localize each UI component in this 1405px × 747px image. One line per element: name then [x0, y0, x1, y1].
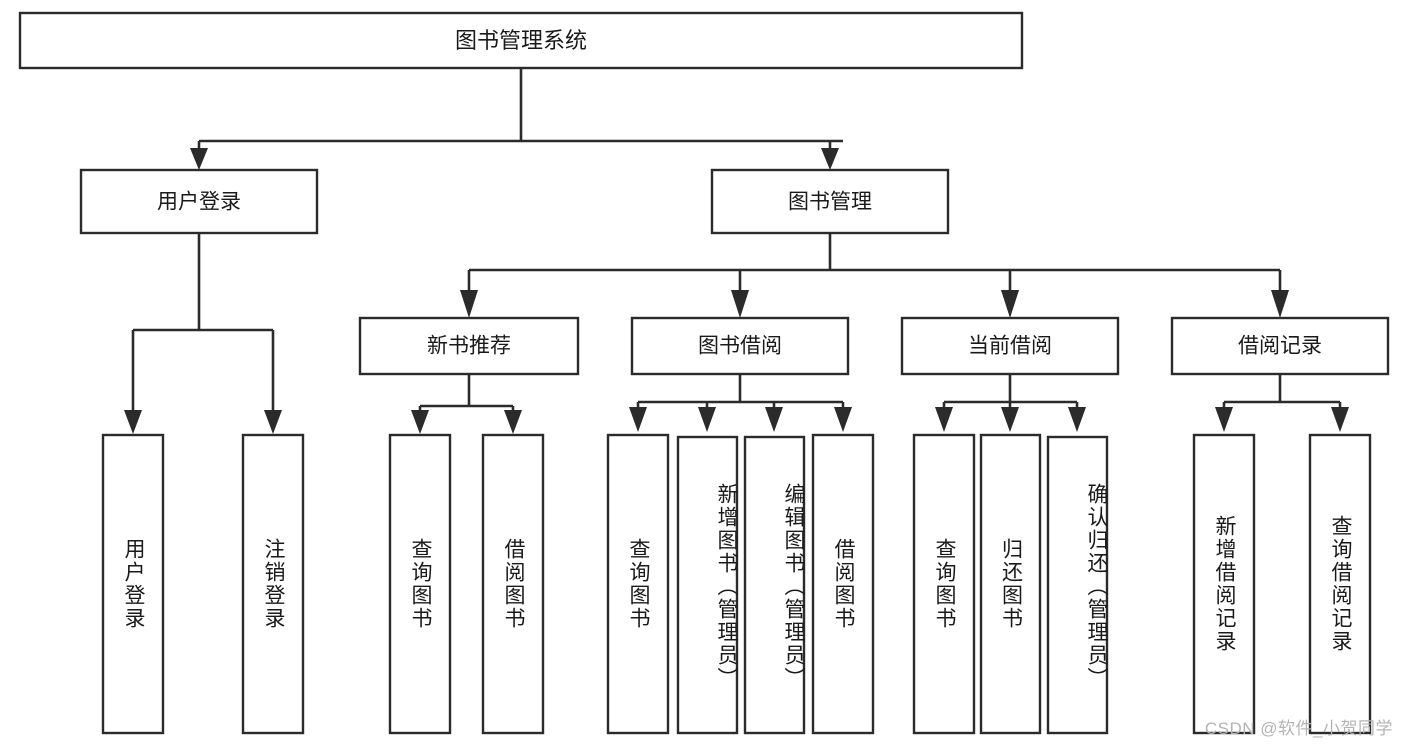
arrow-head-leaf-borrow-book-2 — [834, 407, 852, 432]
leaf-box-edit-book-admin[interactable] — [743, 435, 806, 735]
connector-group-user-login-to-leaves — [124, 233, 282, 434]
leaf-group-new-book-recommend — [388, 433, 545, 735]
arrow-head-book-borrow — [731, 290, 749, 318]
arrow-head-leaf-edit-book-admin — [765, 407, 783, 432]
leaf-box-confirm-return-admin[interactable] — [1046, 435, 1109, 735]
node-new-book-recommend-box[interactable] — [358, 316, 580, 376]
node-borrow-record-box[interactable] — [1170, 316, 1390, 376]
node-borrow-record[interactable]: 借阅记录 — [1170, 316, 1390, 376]
arrow-head-leaf-return-book — [1001, 407, 1019, 432]
connector-group-borrow-record-to-leaves — [1215, 374, 1349, 432]
connector-group-root-to-level2 — [190, 68, 843, 170]
node-root-label: 图书管理系统 — [455, 28, 587, 53]
leaf-group-user-login — [101, 433, 305, 735]
node-current-borrow-label: 当前借阅 — [968, 335, 1052, 358]
node-book-management-label: 图书管理 — [788, 191, 872, 214]
node-user-login[interactable]: 用户登录 — [79, 168, 319, 235]
connector-group-current-borrow-to-leaves — [935, 374, 1086, 432]
watermark-text: CSDN @软件_小贺同学 — [1204, 719, 1393, 738]
leaf-box-user-login[interactable] — [101, 433, 165, 735]
node-book-borrow-label: 图书借阅 — [698, 335, 782, 358]
arrow-head-leaf-add-borrow-record — [1215, 407, 1233, 432]
node-user-login-label: 用户登录 — [157, 191, 241, 214]
connector-group-book-management-to-level3 — [460, 233, 1289, 318]
node-current-borrow[interactable]: 当前借阅 — [900, 316, 1120, 376]
arrow-head-leaf-query-book-3 — [935, 407, 953, 432]
arrow-head-leaf-add-book-admin — [698, 407, 716, 432]
node-root[interactable]: 图书管理系统 — [18, 11, 1024, 70]
leaf-group-current-borrow — [912, 433, 1109, 735]
node-root-box[interactable] — [18, 11, 1024, 70]
arrow-head-leaf-query-book-1 — [411, 410, 429, 434]
node-new-book-recommend-label: 新书推荐 — [427, 335, 511, 358]
leaf-box-query-book-1[interactable] — [388, 433, 452, 735]
node-user-login-box[interactable] — [79, 168, 319, 235]
arrow-head-leaf-query-book-2 — [629, 407, 647, 432]
leaf-box-add-book-admin[interactable] — [676, 435, 739, 735]
leaf-group-book-borrow — [606, 433, 875, 735]
node-book-borrow[interactable]: 图书借阅 — [630, 316, 850, 376]
node-borrow-record-label: 借阅记录 — [1238, 335, 1322, 358]
arrow-head-new-book-recommend — [460, 290, 478, 318]
connector-group-book-borrow-to-leaves — [629, 374, 852, 432]
node-book-management-box[interactable] — [710, 168, 950, 235]
leaf-box-logout-login[interactable] — [241, 433, 305, 735]
arrow-head-leaf-user-login — [124, 410, 142, 434]
connector-group-new-book-recommend-to-leaves — [411, 374, 522, 434]
node-current-borrow-box[interactable] — [900, 316, 1120, 376]
arrow-head-leaf-confirm-return-admin — [1068, 407, 1086, 432]
leaf-box-query-book-2[interactable] — [606, 433, 670, 735]
leaf-box-query-borrow-record[interactable] — [1308, 433, 1372, 735]
arrow-head-user-login — [190, 148, 208, 170]
arrow-head-borrow-record — [1271, 290, 1289, 318]
arrow-head-leaf-logout-login — [264, 410, 282, 434]
leaf-box-return-book[interactable] — [979, 433, 1042, 735]
arrow-head-leaf-query-borrow-record — [1331, 407, 1349, 432]
node-book-borrow-box[interactable] — [630, 316, 850, 376]
arrow-head-leaf-borrow-book-1 — [504, 410, 522, 434]
node-book-management[interactable]: 图书管理 — [710, 168, 950, 235]
arrow-head-book-management — [821, 148, 839, 170]
leaf-group-borrow-record — [1192, 433, 1372, 735]
leaf-box-add-borrow-record[interactable] — [1192, 433, 1256, 735]
arrow-head-current-borrow — [1001, 290, 1019, 318]
leaf-box-query-book-3[interactable] — [912, 433, 976, 735]
node-new-book-recommend[interactable]: 新书推荐 — [358, 316, 580, 376]
leaf-box-borrow-book-2[interactable] — [811, 433, 875, 735]
leaf-box-borrow-book-1[interactable] — [481, 433, 545, 735]
